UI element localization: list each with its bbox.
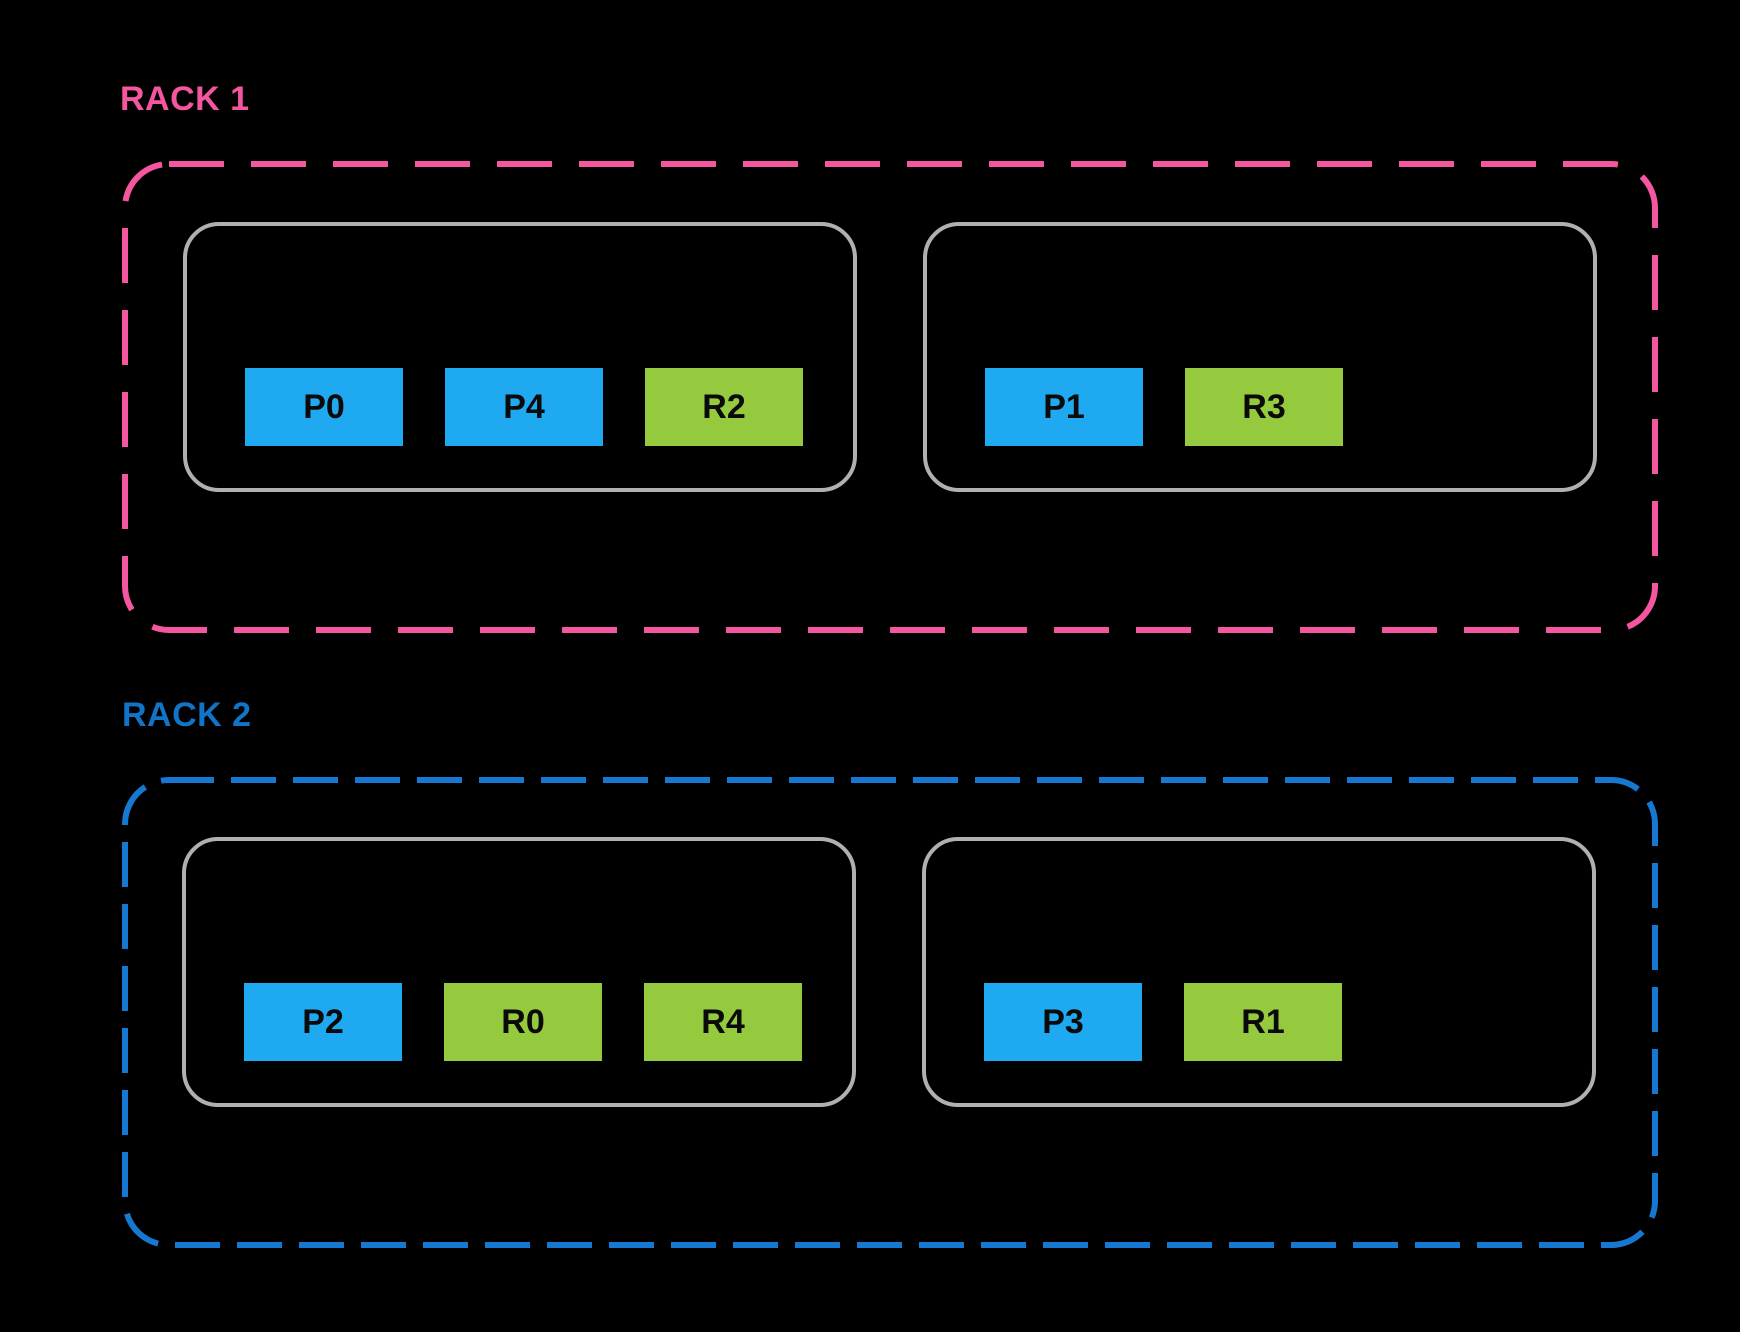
rack2-node-2: P3 R1 <box>922 837 1596 1107</box>
block-p2: P2 <box>244 983 402 1061</box>
block-p4-label: P4 <box>503 387 545 426</box>
block-r2-label: R2 <box>702 387 746 426</box>
rack1-group: P0 P4 R2 P1 R3 <box>122 161 1658 633</box>
block-p0: P0 <box>245 368 403 446</box>
rack2-group: P2 R0 R4 P3 R1 <box>122 777 1658 1248</box>
block-p4: P4 <box>445 368 603 446</box>
rack2-title: RACK 2 <box>122 696 252 734</box>
rack2-node-1: P2 R0 R4 <box>182 837 856 1107</box>
rack1-node-2: P1 R3 <box>923 222 1597 492</box>
rack2-boundary <box>122 777 1658 1248</box>
block-p3-label: P3 <box>1042 1002 1084 1041</box>
block-r4: R4 <box>644 983 802 1061</box>
block-p2-label: P2 <box>302 1002 344 1041</box>
block-r4-label: R4 <box>701 1002 745 1041</box>
rack1-boundary <box>122 161 1658 633</box>
block-r3: R3 <box>1185 368 1343 446</box>
block-r2: R2 <box>645 368 803 446</box>
rack1-dashed-border <box>122 161 1658 633</box>
rack2-dashed-border <box>122 777 1658 1248</box>
block-r0-label: R0 <box>501 1002 545 1041</box>
block-p1: P1 <box>985 368 1143 446</box>
block-r1: R1 <box>1184 983 1342 1061</box>
block-r3-label: R3 <box>1242 387 1286 426</box>
block-p1-label: P1 <box>1043 387 1085 426</box>
block-p0-label: P0 <box>303 387 345 426</box>
block-r0: R0 <box>444 983 602 1061</box>
rack1-node-1: P0 P4 R2 <box>183 222 857 492</box>
block-r1-label: R1 <box>1241 1002 1285 1041</box>
block-p3: P3 <box>984 983 1142 1061</box>
rack1-title: RACK 1 <box>120 80 250 118</box>
